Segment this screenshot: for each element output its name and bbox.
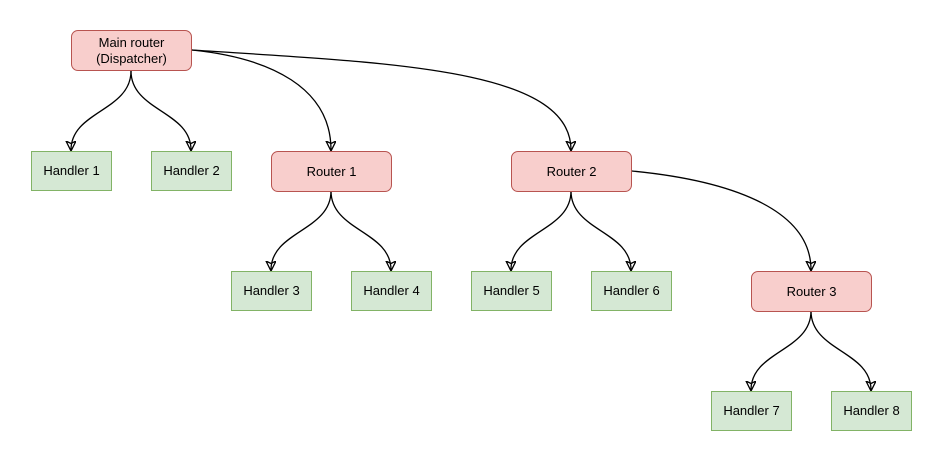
node-handler-8: Handler 8 — [831, 391, 912, 431]
node-handler-8-label: Handler 8 — [843, 403, 900, 418]
node-router-2-label: Router 2 — [546, 163, 597, 179]
node-handler-1-label: Handler 1 — [43, 163, 100, 178]
node-handler-6: Handler 6 — [591, 271, 672, 311]
edge-router2-to-router3 — [631, 170, 811, 270]
node-handler-2: Handler 2 — [151, 151, 232, 191]
node-handler-3-label: Handler 3 — [243, 283, 300, 298]
edge-router1-to-handler3 — [271, 190, 332, 270]
node-router-3-label: Router 3 — [786, 283, 837, 299]
edge-main-to-handler2 — [130, 70, 191, 150]
edge-router3-to-handler8 — [810, 310, 871, 390]
edge-router2-to-handler5 — [511, 190, 572, 270]
node-router-1: Router 1 — [271, 151, 392, 192]
node-main-router: Main router (Dispatcher) — [71, 30, 192, 71]
node-router-3: Router 3 — [751, 271, 872, 312]
node-main-router-label-line1: Main router — [98, 34, 165, 50]
edge-router2-to-handler6 — [570, 190, 631, 270]
node-handler-5: Handler 5 — [471, 271, 552, 311]
node-handler-3: Handler 3 — [231, 271, 312, 311]
node-router-2: Router 2 — [511, 151, 632, 192]
edge-main-to-router1 — [191, 49, 331, 150]
node-handler-5-label: Handler 5 — [483, 283, 540, 298]
node-main-router-label-line2: (Dispatcher) — [96, 50, 167, 66]
node-handler-1: Handler 1 — [31, 151, 112, 191]
node-handler-2-label: Handler 2 — [163, 163, 220, 178]
node-handler-6-label: Handler 6 — [603, 283, 660, 298]
node-handler-7-label: Handler 7 — [723, 403, 780, 418]
edge-main-to-router2 — [191, 49, 571, 150]
node-handler-4: Handler 4 — [351, 271, 432, 311]
edge-main-to-handler1 — [71, 70, 132, 150]
node-handler-4-label: Handler 4 — [363, 283, 420, 298]
edge-router3-to-handler7 — [751, 310, 812, 390]
node-handler-7: Handler 7 — [711, 391, 792, 431]
node-router-1-label: Router 1 — [306, 163, 357, 179]
edge-router1-to-handler4 — [330, 190, 391, 270]
